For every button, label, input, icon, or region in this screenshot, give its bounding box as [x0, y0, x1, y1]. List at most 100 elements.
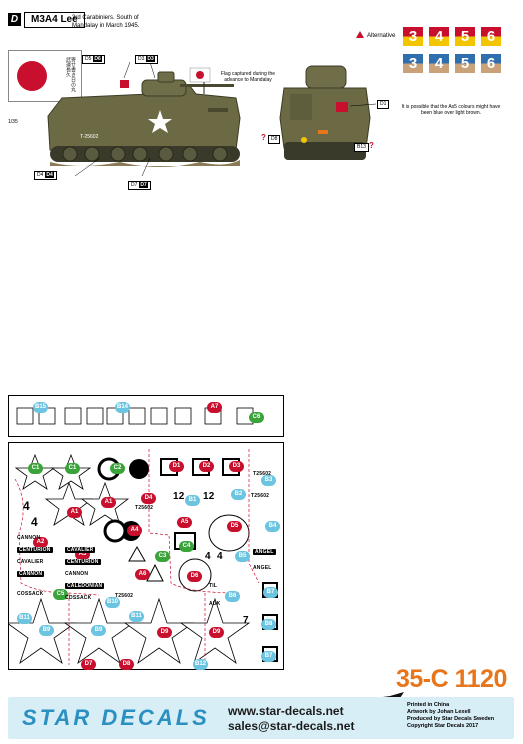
flag-calligraphy: 寄せ書き日の丸 武運長久: [65, 57, 76, 92]
turret-number-grid: 3 4 5 6 3 4 5 6: [403, 27, 503, 103]
decal-label: A3: [75, 549, 90, 560]
alternative-label: Alternative: [367, 33, 396, 39]
decal-label: D7: [81, 659, 96, 670]
alternative-legend: Alternative: [356, 31, 395, 39]
decal-label: B5: [235, 551, 250, 562]
contact-block: www.star-decals.net sales@star-decals.ne…: [228, 704, 354, 734]
flag-capture-note: Flag captured during the advance to Mand…: [220, 71, 276, 83]
decal-serial: T25602: [115, 593, 134, 599]
product-number: 35-C 1120: [396, 665, 507, 693]
decal-name: CANNON: [17, 535, 41, 541]
decal-label: B8: [261, 619, 276, 630]
number-red-yellow: 4: [429, 27, 449, 46]
decal-label: A5: [177, 517, 192, 528]
decal-label: D9: [209, 627, 224, 638]
decal-name: ANGEL: [253, 549, 276, 555]
website-link[interactable]: www.star-decals.net: [228, 704, 344, 718]
red-triangle-icon: [356, 31, 364, 38]
tank-side-view: T-25602: [47, 61, 241, 177]
printed-in: Printed in China: [407, 702, 450, 708]
decal-sheet-strip: B15 B14 A7 C6: [8, 395, 284, 437]
decal-label: A1: [101, 497, 116, 508]
producer-credit: Produced by Star Decals Sweden: [407, 716, 495, 722]
decal-label: C6: [249, 412, 264, 423]
callout-d1: D1: [377, 100, 390, 109]
decal-label: B7: [261, 651, 276, 662]
decal-label: A2: [33, 537, 48, 548]
decal-name: CAVALIER: [65, 547, 96, 553]
decal-label: B1: [185, 495, 200, 506]
callout-b13: B13: [354, 143, 369, 152]
decal-label: B9: [91, 625, 106, 636]
number-red-yellow: 6: [481, 27, 501, 46]
copyright: Copyright Star Decals 2017: [407, 723, 479, 729]
decal-digit: 4: [31, 515, 38, 529]
number-red-yellow: 5: [455, 27, 475, 46]
decal-serial: T25602: [253, 471, 272, 477]
number-blue-brown: 4: [429, 54, 449, 73]
rising-sun-disc: [17, 61, 47, 91]
decal-name: COSSACK: [65, 595, 92, 601]
decal-name: CENTURION: [65, 559, 101, 565]
unit-description: 3rd Carabiniers. South of Mandalay in Ma…: [72, 14, 152, 30]
decal-digit: 4: [205, 551, 211, 562]
decal-label: A1: [67, 507, 82, 518]
decal-label: B7: [263, 587, 278, 598]
number-blue-brown: 3: [403, 54, 423, 73]
decal-label: D2: [199, 461, 214, 472]
scale-label: 1/35: [8, 119, 18, 125]
decal-label: B11: [17, 613, 32, 624]
sheet1-outlines: [16, 407, 254, 425]
decal-label: A7: [207, 402, 222, 413]
decal-name: TIL: [209, 583, 218, 589]
decal-label: D6: [187, 571, 202, 582]
decal-name: CANNON: [65, 571, 89, 577]
decal-label: B12: [193, 659, 208, 670]
decal-label: C2: [110, 463, 125, 474]
decal-label: B15: [33, 402, 48, 413]
decal-sheet-main: C1 C1 C2 D1 D2 D3 B3 A2 A1 A1 D4 B1 B2 A…: [5, 442, 284, 670]
decal-digit: 12: [203, 491, 215, 502]
decal-digit: 4: [23, 499, 30, 513]
question-mark-left: ?: [261, 133, 266, 142]
decal-digit: 4: [217, 551, 223, 562]
decal-label: D3: [229, 461, 244, 472]
decal-label: C1: [65, 463, 80, 474]
decal-label: B10: [105, 597, 120, 608]
tank-rear-view: [279, 65, 377, 160]
decal-label: B6: [225, 591, 240, 602]
unit-line-2: Mandalay in March 1945.: [72, 23, 140, 29]
decal-serial: T25602: [251, 493, 270, 499]
decal-name: CALEDONIAN: [65, 583, 105, 589]
decal-label: D8: [119, 659, 134, 670]
decal-label: C3: [155, 551, 170, 562]
decal-label: D4: [141, 493, 156, 504]
decal-label: D5: [227, 521, 242, 532]
decal-label: C4: [179, 541, 194, 552]
decal-label: B9: [39, 625, 54, 636]
decal-serial: T25602: [135, 505, 154, 511]
artwork-credit: Artwork by Johan Lexell: [407, 709, 471, 715]
decal-label: D9: [157, 627, 172, 638]
print-info: Printed in China Artwork by Johan Lexell…: [407, 702, 494, 730]
decal-label: D1: [169, 461, 184, 472]
email-link[interactable]: sales@star-decals.net: [228, 719, 355, 733]
decal-label: B14: [115, 402, 130, 413]
number-blue-brown: 6: [481, 54, 501, 73]
decal-name: ANGEL: [253, 565, 272, 571]
decal-name: AUK: [209, 601, 221, 607]
decal-digit: 7: [243, 615, 249, 626]
question-mark-right: ?: [369, 141, 374, 150]
decal-label: B3: [261, 475, 276, 486]
decal-label: B11: [129, 611, 144, 622]
decal-name: CENTURION: [17, 547, 53, 553]
unit-line-1: 3rd Carabiniers. South of: [72, 15, 139, 21]
brand-name: STAR DECALS: [22, 705, 210, 730]
number-red-yellow: 3: [403, 27, 423, 46]
callout-d8: D8: [268, 135, 281, 144]
decal-label: A6: [135, 569, 150, 580]
